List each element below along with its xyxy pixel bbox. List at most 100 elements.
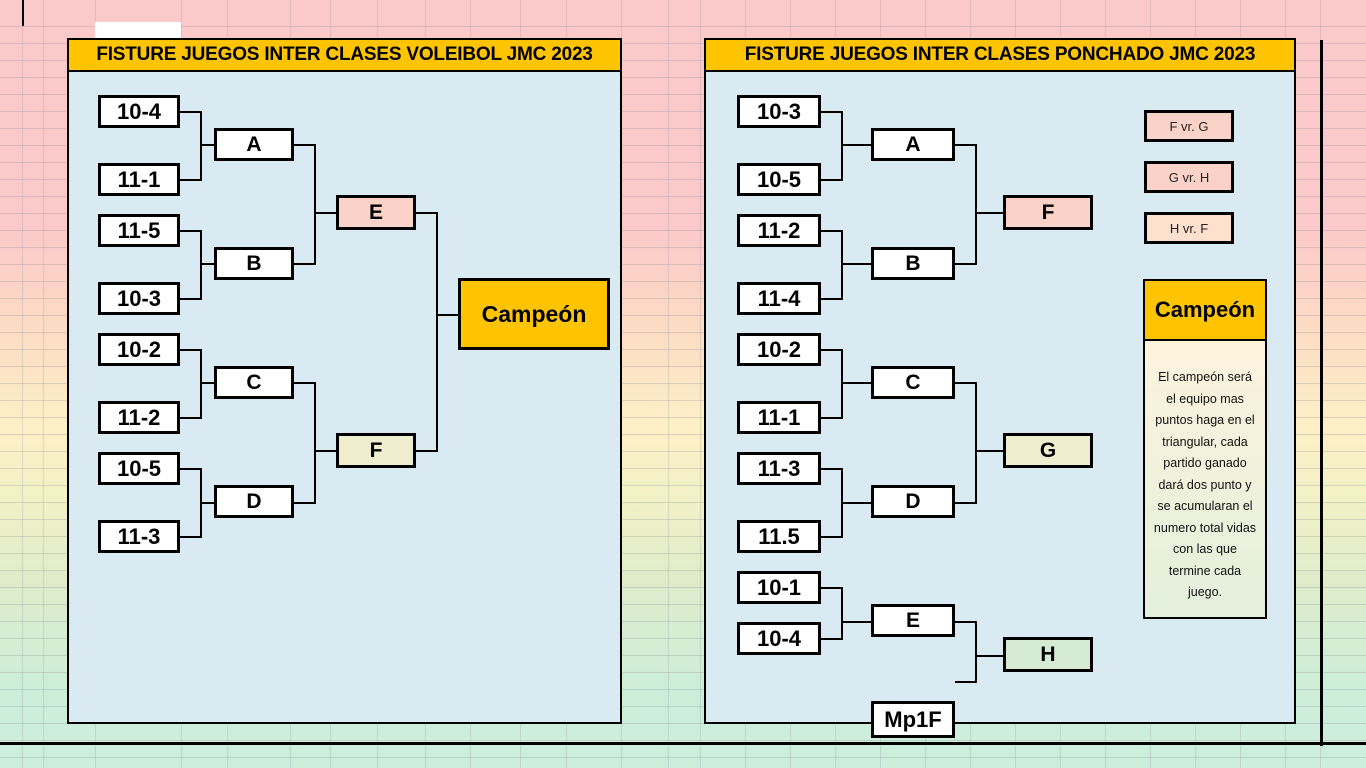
connector (955, 263, 977, 265)
match-box-a[interactable]: A (871, 128, 955, 161)
match-box-b[interactable]: B (871, 247, 955, 280)
connector (180, 298, 202, 300)
grid-row-line (0, 740, 1366, 741)
connector (821, 587, 843, 589)
match-box-d[interactable]: D (871, 485, 955, 518)
grid-row-line (0, 485, 1366, 486)
match-box-a[interactable]: A (214, 128, 294, 161)
grid-col-line (22, 0, 23, 768)
match-box-c[interactable]: C (214, 366, 294, 399)
triangular-chip-fg[interactable]: F vr. G (1144, 110, 1234, 142)
semifinal-box-f[interactable]: F (336, 433, 416, 468)
blank-cell (95, 22, 181, 39)
connector (955, 621, 977, 623)
connector (975, 144, 977, 265)
champion-box[interactable]: Campeón (458, 278, 610, 350)
grid-row-line (0, 315, 1366, 316)
grid-row-line (0, 417, 1366, 418)
connector (180, 417, 202, 419)
grid-row-line (0, 502, 1366, 503)
connector (294, 502, 316, 504)
seed-box[interactable]: 11-5 (98, 214, 180, 247)
semifinal-box-e[interactable]: E (336, 195, 416, 230)
seed-box[interactable]: 11-3 (737, 452, 821, 485)
seed-box[interactable]: 10-5 (737, 163, 821, 196)
connector (200, 111, 202, 181)
grid-row-line (0, 400, 1366, 401)
group-box-h[interactable]: H (1003, 637, 1093, 672)
seed-box[interactable]: 11-1 (98, 163, 180, 196)
seed-box[interactable]: 11-4 (737, 282, 821, 315)
triangular-chip-hf[interactable]: H vr. F (1144, 212, 1234, 244)
grid-row-line (0, 26, 1366, 27)
connector (975, 382, 977, 504)
grid-row-line (0, 111, 1366, 112)
grid-row-line (0, 468, 1366, 469)
grid-row-line (0, 587, 1366, 588)
group-box-f[interactable]: F (1003, 195, 1093, 230)
connector (314, 212, 336, 214)
grid-row-line (0, 366, 1366, 367)
seed-box[interactable]: 10-4 (737, 622, 821, 655)
seed-box[interactable]: 11-2 (737, 214, 821, 247)
connector (841, 230, 843, 300)
champion-note-text: El campeón será el equipo mas puntos hag… (1143, 341, 1267, 619)
group-box-g[interactable]: G (1003, 433, 1093, 468)
seed-box-mp1f[interactable]: Mp1F (871, 701, 955, 738)
connector (821, 179, 843, 181)
connector (314, 144, 316, 265)
connector (841, 587, 843, 640)
connector (314, 382, 316, 504)
match-box-e[interactable]: E (871, 604, 955, 637)
grid-row-line (0, 621, 1366, 622)
panel-title-voleibol: FISTURE JUEGOS INTER CLASES VOLEIBOL JMC… (69, 40, 620, 72)
connector (955, 681, 977, 683)
connector (821, 111, 843, 113)
seed-box[interactable]: 11-3 (98, 520, 180, 553)
grid-row-line (0, 162, 1366, 163)
connector (200, 263, 214, 265)
grid-row-line (0, 281, 1366, 282)
grid-row-line (0, 145, 1366, 146)
grid-row-line (0, 179, 1366, 180)
sheet-bottom-rule (0, 742, 1366, 745)
grid-row-line (0, 604, 1366, 605)
seed-box[interactable]: 11-2 (98, 401, 180, 434)
connector (180, 349, 202, 351)
match-box-b[interactable]: B (214, 247, 294, 280)
connector (955, 502, 977, 504)
connector (841, 349, 843, 419)
seed-box[interactable]: 10-3 (98, 282, 180, 315)
connector (200, 382, 214, 384)
seed-box[interactable]: 10-5 (98, 452, 180, 485)
grid-row-line (0, 655, 1366, 656)
connector (975, 212, 1003, 214)
seed-box[interactable]: 10-2 (98, 333, 180, 366)
grid-row-line (0, 723, 1366, 724)
connector (821, 417, 843, 419)
seed-box[interactable]: 10-2 (737, 333, 821, 366)
connector (975, 450, 1003, 452)
connector (436, 212, 438, 452)
connector (975, 655, 1003, 657)
bracket-panel-voleibol: FISTURE JUEGOS INTER CLASES VOLEIBOL JMC… (67, 38, 622, 724)
triangular-chip-gh[interactable]: G vr. H (1144, 161, 1234, 193)
connector (180, 230, 202, 232)
connector (180, 536, 202, 538)
seed-box[interactable]: 10-1 (737, 571, 821, 604)
connector (314, 450, 336, 452)
grid-row-line (0, 706, 1366, 707)
seed-box[interactable]: 10-3 (737, 95, 821, 128)
grid-row-line (0, 451, 1366, 452)
grid-row-line (0, 689, 1366, 690)
seed-box[interactable]: 11.5 (737, 520, 821, 553)
grid-row-line (0, 332, 1366, 333)
match-box-d[interactable]: D (214, 485, 294, 518)
grid-row-line (0, 434, 1366, 435)
connector (955, 144, 977, 146)
match-box-c[interactable]: C (871, 366, 955, 399)
seed-box[interactable]: 10-4 (98, 95, 180, 128)
connector (955, 382, 977, 384)
seed-box[interactable]: 11-1 (737, 401, 821, 434)
grid-row-line (0, 196, 1366, 197)
